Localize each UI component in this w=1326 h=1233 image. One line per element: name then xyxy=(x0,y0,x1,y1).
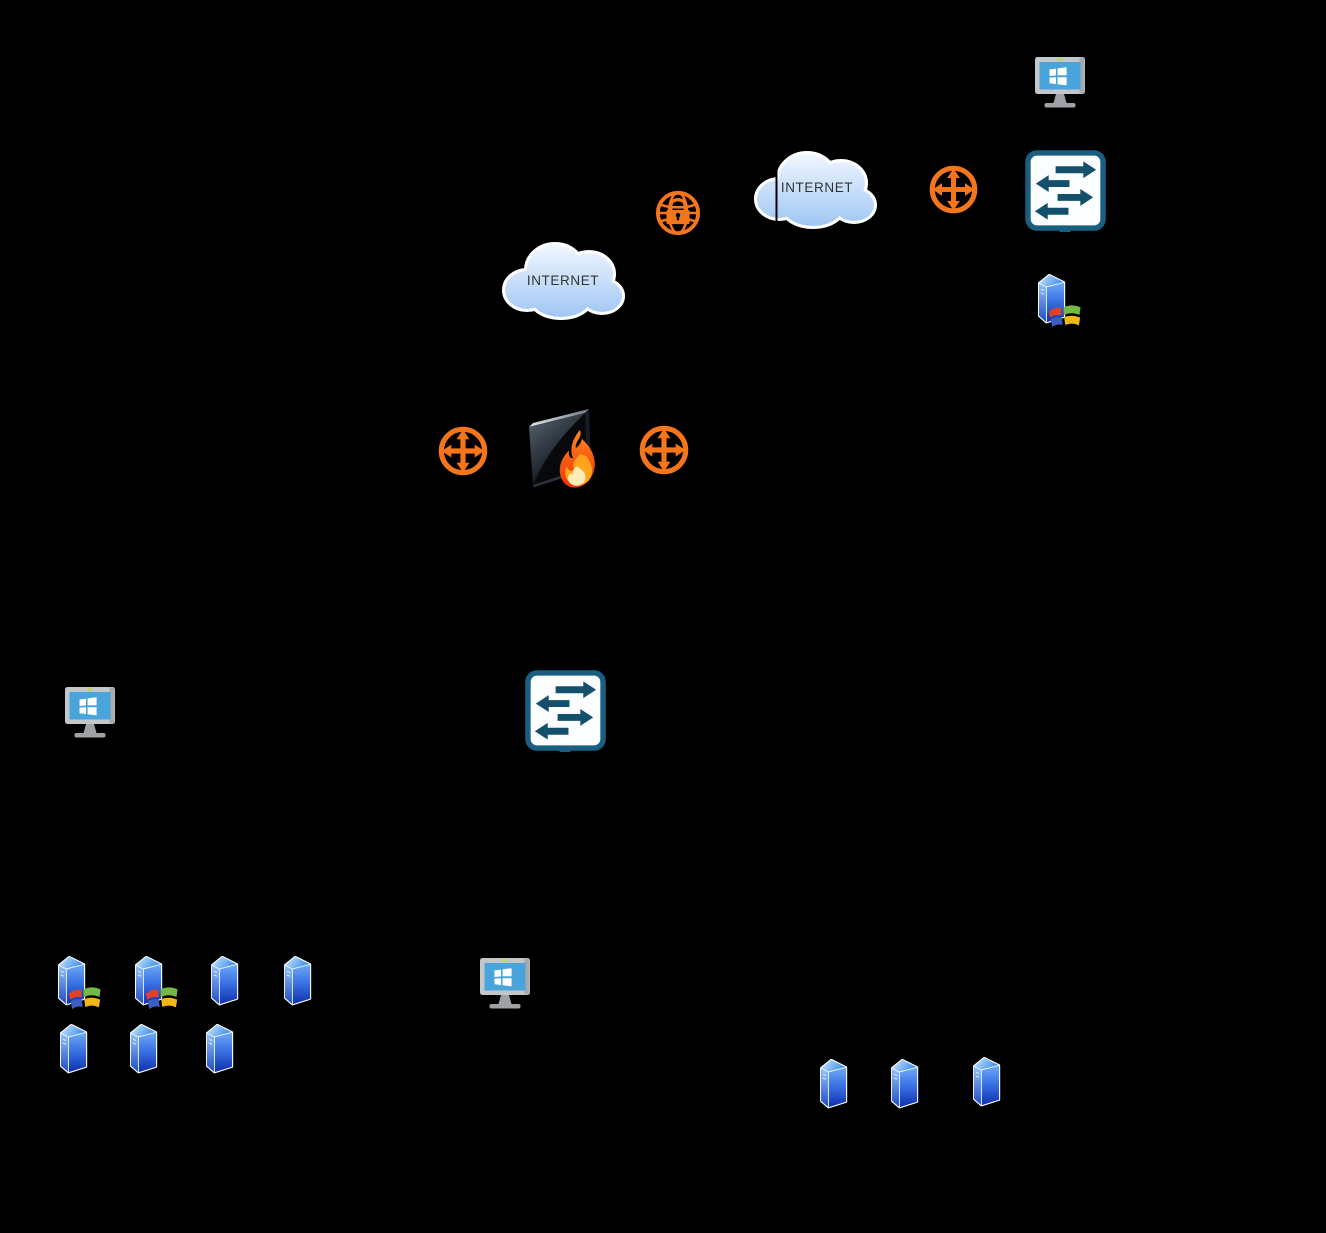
internet-cloud-top: INTERNET xyxy=(753,147,879,231)
server-icon-farm-5 xyxy=(60,1024,88,1076)
router-icon-top xyxy=(928,164,979,215)
server-icon-farm-4 xyxy=(284,956,312,1008)
internet-label-top: INTERNET xyxy=(781,180,853,195)
firewall-icon xyxy=(523,405,601,493)
internet-label-left: INTERNET xyxy=(527,273,599,288)
internet-cloud-left: INTERNET xyxy=(501,238,627,322)
windows-server-icon-farm-2 xyxy=(133,954,183,1016)
windows-workstation-icon-center xyxy=(477,957,533,1011)
server-icon-farm-6 xyxy=(130,1024,158,1076)
router-icon-outside-firewall xyxy=(437,425,489,477)
server-icon-right-1 xyxy=(820,1059,848,1111)
windows-workstation-icon-left xyxy=(62,686,118,740)
server-icon-right-2 xyxy=(891,1059,919,1111)
switch-icon-top-right xyxy=(1024,149,1107,232)
lock-globe-icon xyxy=(654,189,702,237)
windows-server-icon-top-right xyxy=(1036,272,1086,334)
windows-server-icon-farm-1 xyxy=(56,954,106,1016)
server-icon-farm-7 xyxy=(206,1024,234,1076)
server-icon-farm-3 xyxy=(211,956,239,1008)
router-icon-inside-firewall xyxy=(638,424,690,476)
switch-icon-core xyxy=(524,669,607,752)
server-icon-right-3 xyxy=(973,1057,1001,1109)
windows-workstation-icon-top-right xyxy=(1032,56,1088,110)
